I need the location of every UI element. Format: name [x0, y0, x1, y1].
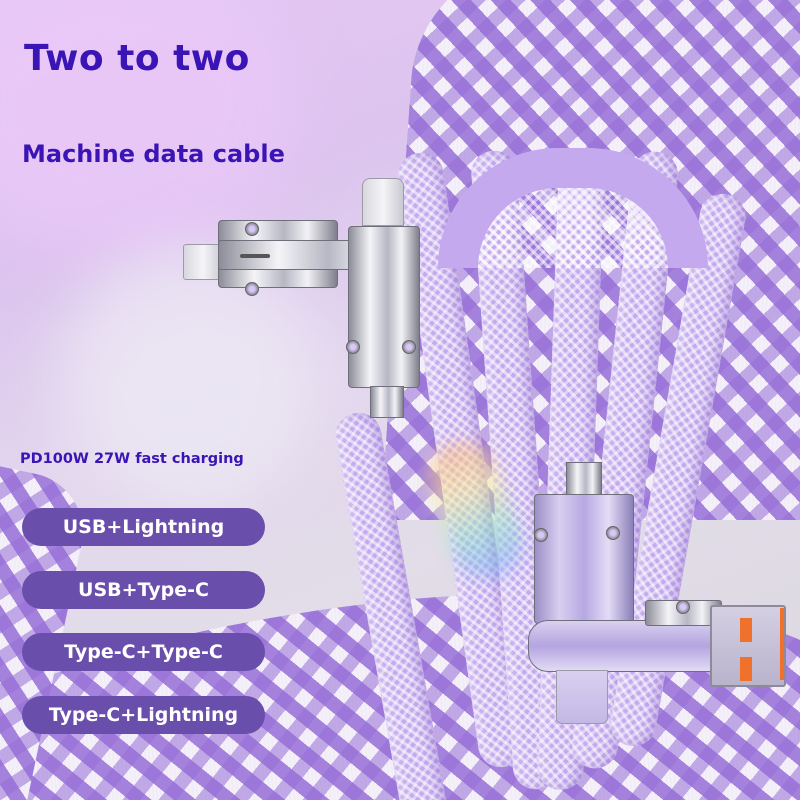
background-glow	[60, 250, 320, 510]
option-usb-lightning[interactable]: USB+Lightning	[22, 508, 265, 546]
type-c-housing	[348, 226, 420, 388]
option-type-c-lightning[interactable]: Type-C+Lightning	[22, 696, 265, 734]
usb-pin	[740, 657, 752, 681]
screw-icon	[346, 340, 360, 354]
option-type-c-type-c[interactable]: Type-C+Type-C	[22, 633, 265, 671]
usb-edge	[780, 608, 784, 680]
screw-icon	[606, 526, 620, 540]
type-c-plug-icon	[556, 670, 608, 724]
indicator-slot	[240, 254, 270, 258]
type-c-housing	[534, 494, 634, 624]
screw-icon	[245, 282, 259, 296]
screw-icon	[245, 222, 259, 236]
type-c-plug-icon	[362, 178, 404, 226]
charging-spec: PD100W 27W fast charging	[20, 451, 244, 467]
screw-icon	[402, 340, 416, 354]
screw-icon	[676, 600, 690, 614]
headline-title: Two to two	[24, 38, 250, 79]
option-usb-type-c[interactable]: USB+Type-C	[22, 571, 265, 609]
lightning-plug-icon	[183, 244, 223, 280]
cable-collar	[370, 386, 404, 418]
usb-arm	[528, 620, 720, 672]
cable-collar	[566, 462, 602, 496]
headline-subtitle: Machine data cable	[22, 140, 285, 168]
screw-icon	[534, 528, 548, 542]
usb-pin	[740, 618, 752, 642]
